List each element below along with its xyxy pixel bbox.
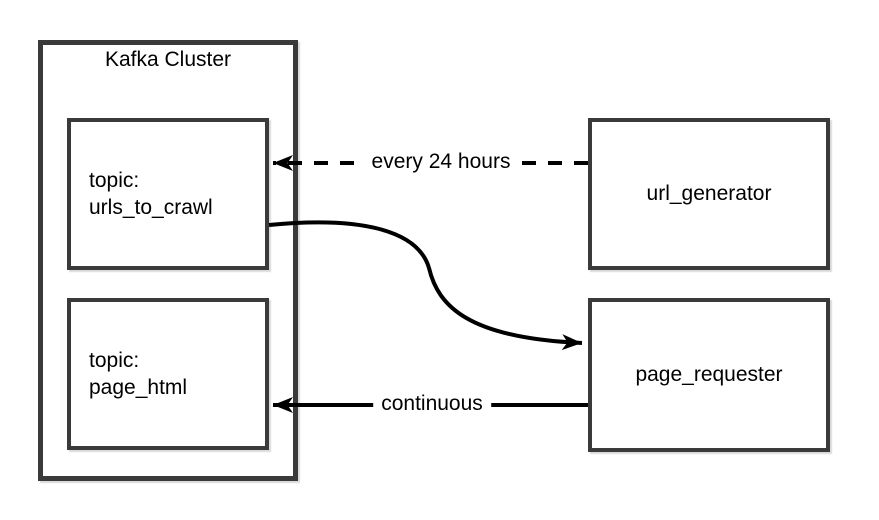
- topic-page-html-box: topic: page_html: [67, 298, 269, 450]
- topic-page-html-name: page_html: [89, 376, 188, 399]
- page-requester-box: page_requester: [588, 298, 830, 452]
- topic-urls-to-crawl-prefix: topic:: [89, 169, 140, 192]
- topic-page-html-prefix: topic:: [89, 349, 140, 372]
- edge-label-continuous: continuous: [373, 391, 491, 417]
- url-generator-label: url_generator: [646, 182, 772, 205]
- kafka-cluster-title: Kafka Cluster: [104, 48, 232, 71]
- topic-urls-to-crawl-box: topic: urls_to_crawl: [67, 118, 269, 270]
- topic-urls-to-crawl-name: urls_to_crawl: [89, 196, 213, 219]
- edge-label-every-24-hours: every 24 hours: [363, 149, 519, 175]
- edge-urls-topic-to-page-requester: [268, 220, 583, 351]
- url-generator-box: url_generator: [588, 118, 830, 270]
- page-requester-label: page_requester: [635, 363, 783, 386]
